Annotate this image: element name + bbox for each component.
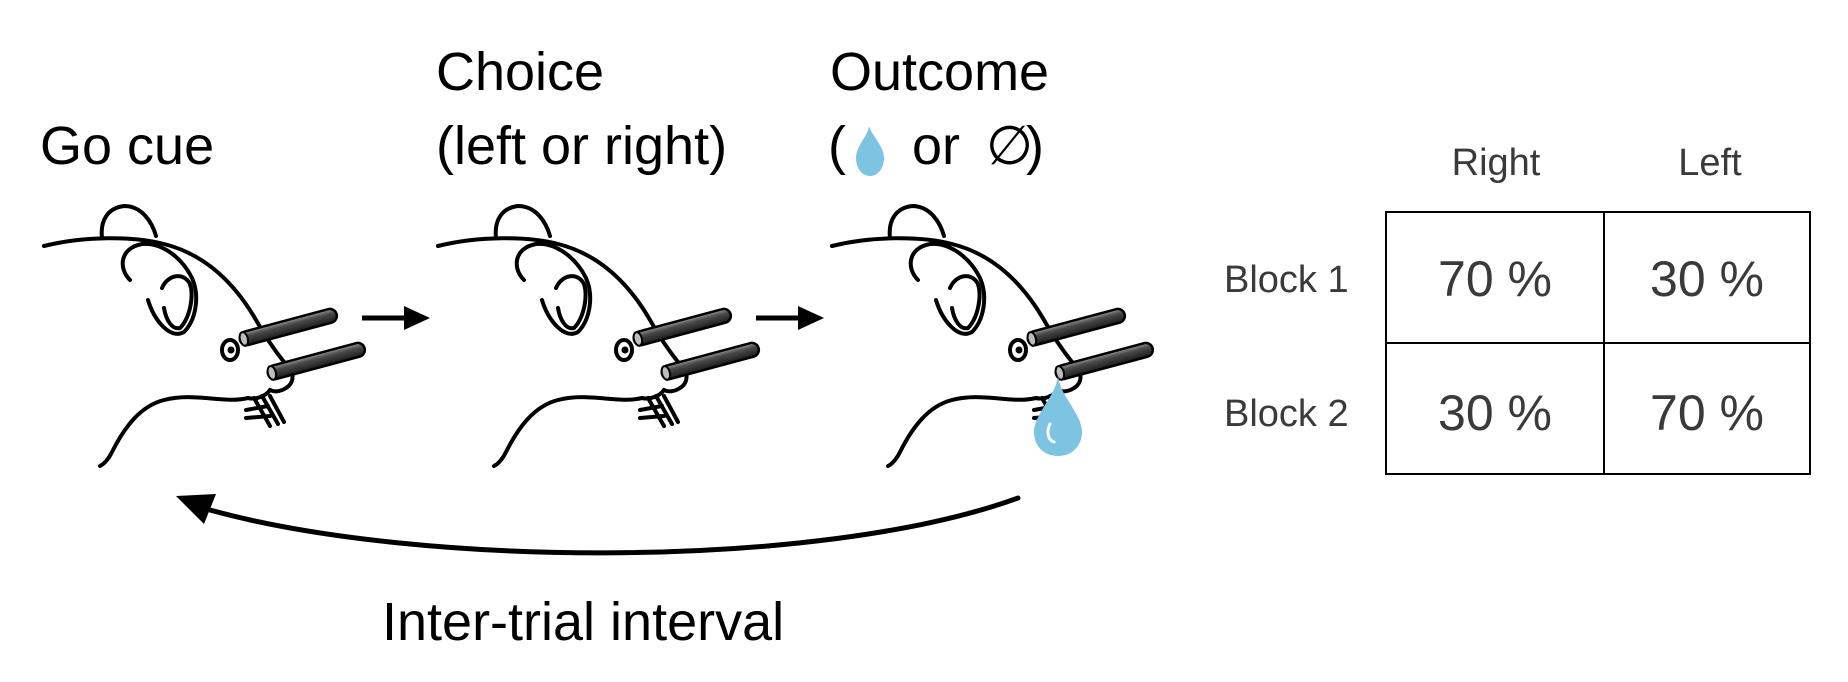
lick-spout-icon bbox=[1024, 306, 1156, 383]
column-header-right: Right bbox=[1452, 142, 1541, 184]
water-drop-icon bbox=[1034, 376, 1082, 456]
table-cell: 70 % bbox=[1438, 251, 1552, 307]
table-cell: 70 % bbox=[1650, 385, 1764, 441]
water-drop-icon bbox=[856, 126, 884, 176]
stage-subtitle-choice: (left or right) bbox=[436, 116, 727, 176]
lick-spout-icon bbox=[236, 306, 368, 383]
table-cell: 30 % bbox=[1650, 251, 1764, 307]
stage-title-choice: Choice bbox=[436, 42, 604, 102]
null-outcome-symbol: ∅ bbox=[986, 116, 1033, 176]
outcome-or-text: or bbox=[912, 116, 960, 176]
inter-trial-interval-label: Inter-trial interval bbox=[382, 592, 784, 652]
lick-spout-icon bbox=[630, 306, 762, 383]
row-label-block-2: Block 2 bbox=[1224, 393, 1349, 435]
stage-title-go-cue: Go cue bbox=[40, 116, 214, 176]
water-drop-highlight bbox=[1046, 422, 1056, 444]
arrow-right-icon bbox=[756, 306, 824, 330]
table-cell: 30 % bbox=[1438, 385, 1552, 441]
row-label-block-1: Block 1 bbox=[1224, 259, 1349, 301]
reward-probability-table: Right Left Block 1 Block 2 70 % 30 % 30 … bbox=[1224, 142, 1811, 475]
outcome-open-paren: ( bbox=[828, 116, 846, 176]
outcome-close-paren: ) bbox=[1026, 116, 1044, 176]
arrow-right-icon bbox=[362, 306, 430, 330]
loop-arrow-icon bbox=[176, 494, 1021, 556]
stage-title-outcome: Outcome bbox=[830, 42, 1049, 102]
column-header-left: Left bbox=[1678, 142, 1742, 184]
